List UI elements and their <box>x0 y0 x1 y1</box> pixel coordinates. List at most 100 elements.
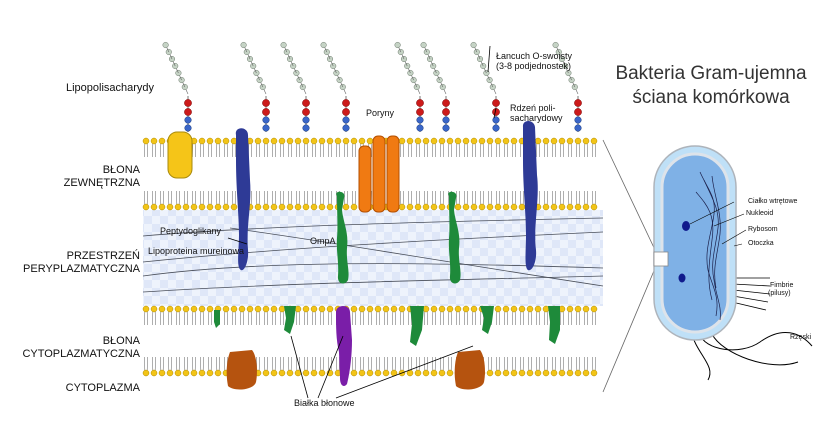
lipid-head <box>470 203 478 211</box>
nucleoid-label: Nukleoid <box>746 210 774 217</box>
core-sugar-blue <box>416 124 424 132</box>
ompa-protein-right <box>448 191 461 284</box>
lipid-head <box>574 203 582 211</box>
lipid-head <box>214 369 222 377</box>
lipid-head <box>422 137 430 145</box>
lipid-head <box>430 203 438 211</box>
purple-membrane-protein <box>336 306 352 386</box>
lipid-head <box>478 203 486 211</box>
lipid-head <box>318 203 326 211</box>
brown-peripheral-protein-right <box>454 350 485 390</box>
lipid-head <box>494 369 502 377</box>
core-sugar-red <box>492 99 500 107</box>
lipid-head <box>286 369 294 377</box>
lipid-head <box>278 369 286 377</box>
core-sugar-red <box>262 99 270 107</box>
lipid-head <box>342 203 350 211</box>
peptidoglycan-label: Peptydoglikany <box>160 226 222 236</box>
core-sugar-blue <box>302 124 310 132</box>
lipid-head <box>294 203 302 211</box>
lipid-head <box>438 369 446 377</box>
lipid-head <box>238 305 246 313</box>
lipid-head <box>582 305 590 313</box>
lipid-head <box>318 305 326 313</box>
o-antigen-sugar <box>410 76 417 84</box>
lipid-head <box>278 305 286 313</box>
lipid-head <box>270 203 278 211</box>
lipid-head <box>550 369 558 377</box>
lipid-head <box>590 305 598 313</box>
lipid-head <box>502 305 510 313</box>
lipid-head <box>470 305 478 313</box>
lipid-head <box>566 369 574 377</box>
lipid-head <box>398 137 406 145</box>
lipid-head <box>438 203 446 211</box>
lipid-head <box>206 137 214 145</box>
lipid-head <box>350 137 358 145</box>
lipid-head <box>142 203 150 211</box>
lipid-head <box>398 305 406 313</box>
core-sugar-red <box>184 108 192 116</box>
cell-body <box>660 152 730 334</box>
lipid-head <box>326 137 334 145</box>
lipid-head <box>342 137 350 145</box>
lipid-head <box>430 369 438 377</box>
core-sugar-blue <box>184 116 192 124</box>
periplasm-label-line1: PRZESTRZEŃ <box>66 250 140 262</box>
lipid-head <box>198 369 206 377</box>
lipid-head <box>302 369 310 377</box>
lipid-head <box>566 137 574 145</box>
lps-chain <box>470 41 500 132</box>
lipid-head <box>366 369 374 377</box>
lipid-head <box>566 203 574 211</box>
lipid-head <box>158 369 166 377</box>
core-sugar-blue <box>262 124 270 132</box>
capsule-label: Otoczka <box>748 240 774 247</box>
membrane-proteins-label: Białka błonowe <box>294 398 355 408</box>
lipid-head <box>414 369 422 377</box>
lipid-head <box>174 305 182 313</box>
o-antigen-sugar <box>433 69 440 77</box>
lipid-head <box>262 137 270 145</box>
lipid-head <box>382 305 390 313</box>
lipid-head <box>502 369 510 377</box>
lipid-head <box>350 369 358 377</box>
lipid-head <box>510 369 518 377</box>
lipid-head <box>270 305 278 313</box>
lipoprotein-label: Lipoproteina mureinowa <box>148 246 245 256</box>
lipid-head <box>550 203 558 211</box>
lipid-head <box>318 369 326 377</box>
lipid-head <box>454 305 462 313</box>
lipid-head <box>446 369 454 377</box>
o-antigen-sugar <box>296 76 303 84</box>
lipid-head <box>574 369 582 377</box>
lipid-head <box>310 203 318 211</box>
blue-transmembrane-protein-left <box>235 128 251 271</box>
lipid-head <box>574 305 582 313</box>
lipid-head <box>590 203 598 211</box>
ribosome-label: Rybosom <box>748 226 778 233</box>
lipid-head <box>262 369 270 377</box>
lipid-head <box>534 369 542 377</box>
zoom-connector <box>602 139 657 393</box>
lipid-head <box>302 305 310 313</box>
lipid-head <box>438 305 446 313</box>
lipid-head <box>518 203 526 211</box>
lipid-head <box>550 137 558 145</box>
lipid-head <box>486 369 494 377</box>
lipid-head <box>166 305 174 313</box>
lipid-head <box>150 203 158 211</box>
lps-chain <box>240 41 270 132</box>
o-antigen-sugar <box>552 41 559 49</box>
lipid-head <box>286 203 294 211</box>
lipid-head <box>326 305 334 313</box>
lipid-head <box>358 369 366 377</box>
lipid-head <box>182 203 190 211</box>
o-antigen-sugar <box>162 41 169 49</box>
o-antigen-label-line1: Łancuch O-swoisty <box>496 51 573 61</box>
bacterium-cell <box>653 145 813 381</box>
lipid-head <box>254 203 262 211</box>
fimbriae-label-line1: Fimbrie <box>770 282 794 289</box>
lipid-head <box>262 203 270 211</box>
lps-chain <box>320 41 350 132</box>
